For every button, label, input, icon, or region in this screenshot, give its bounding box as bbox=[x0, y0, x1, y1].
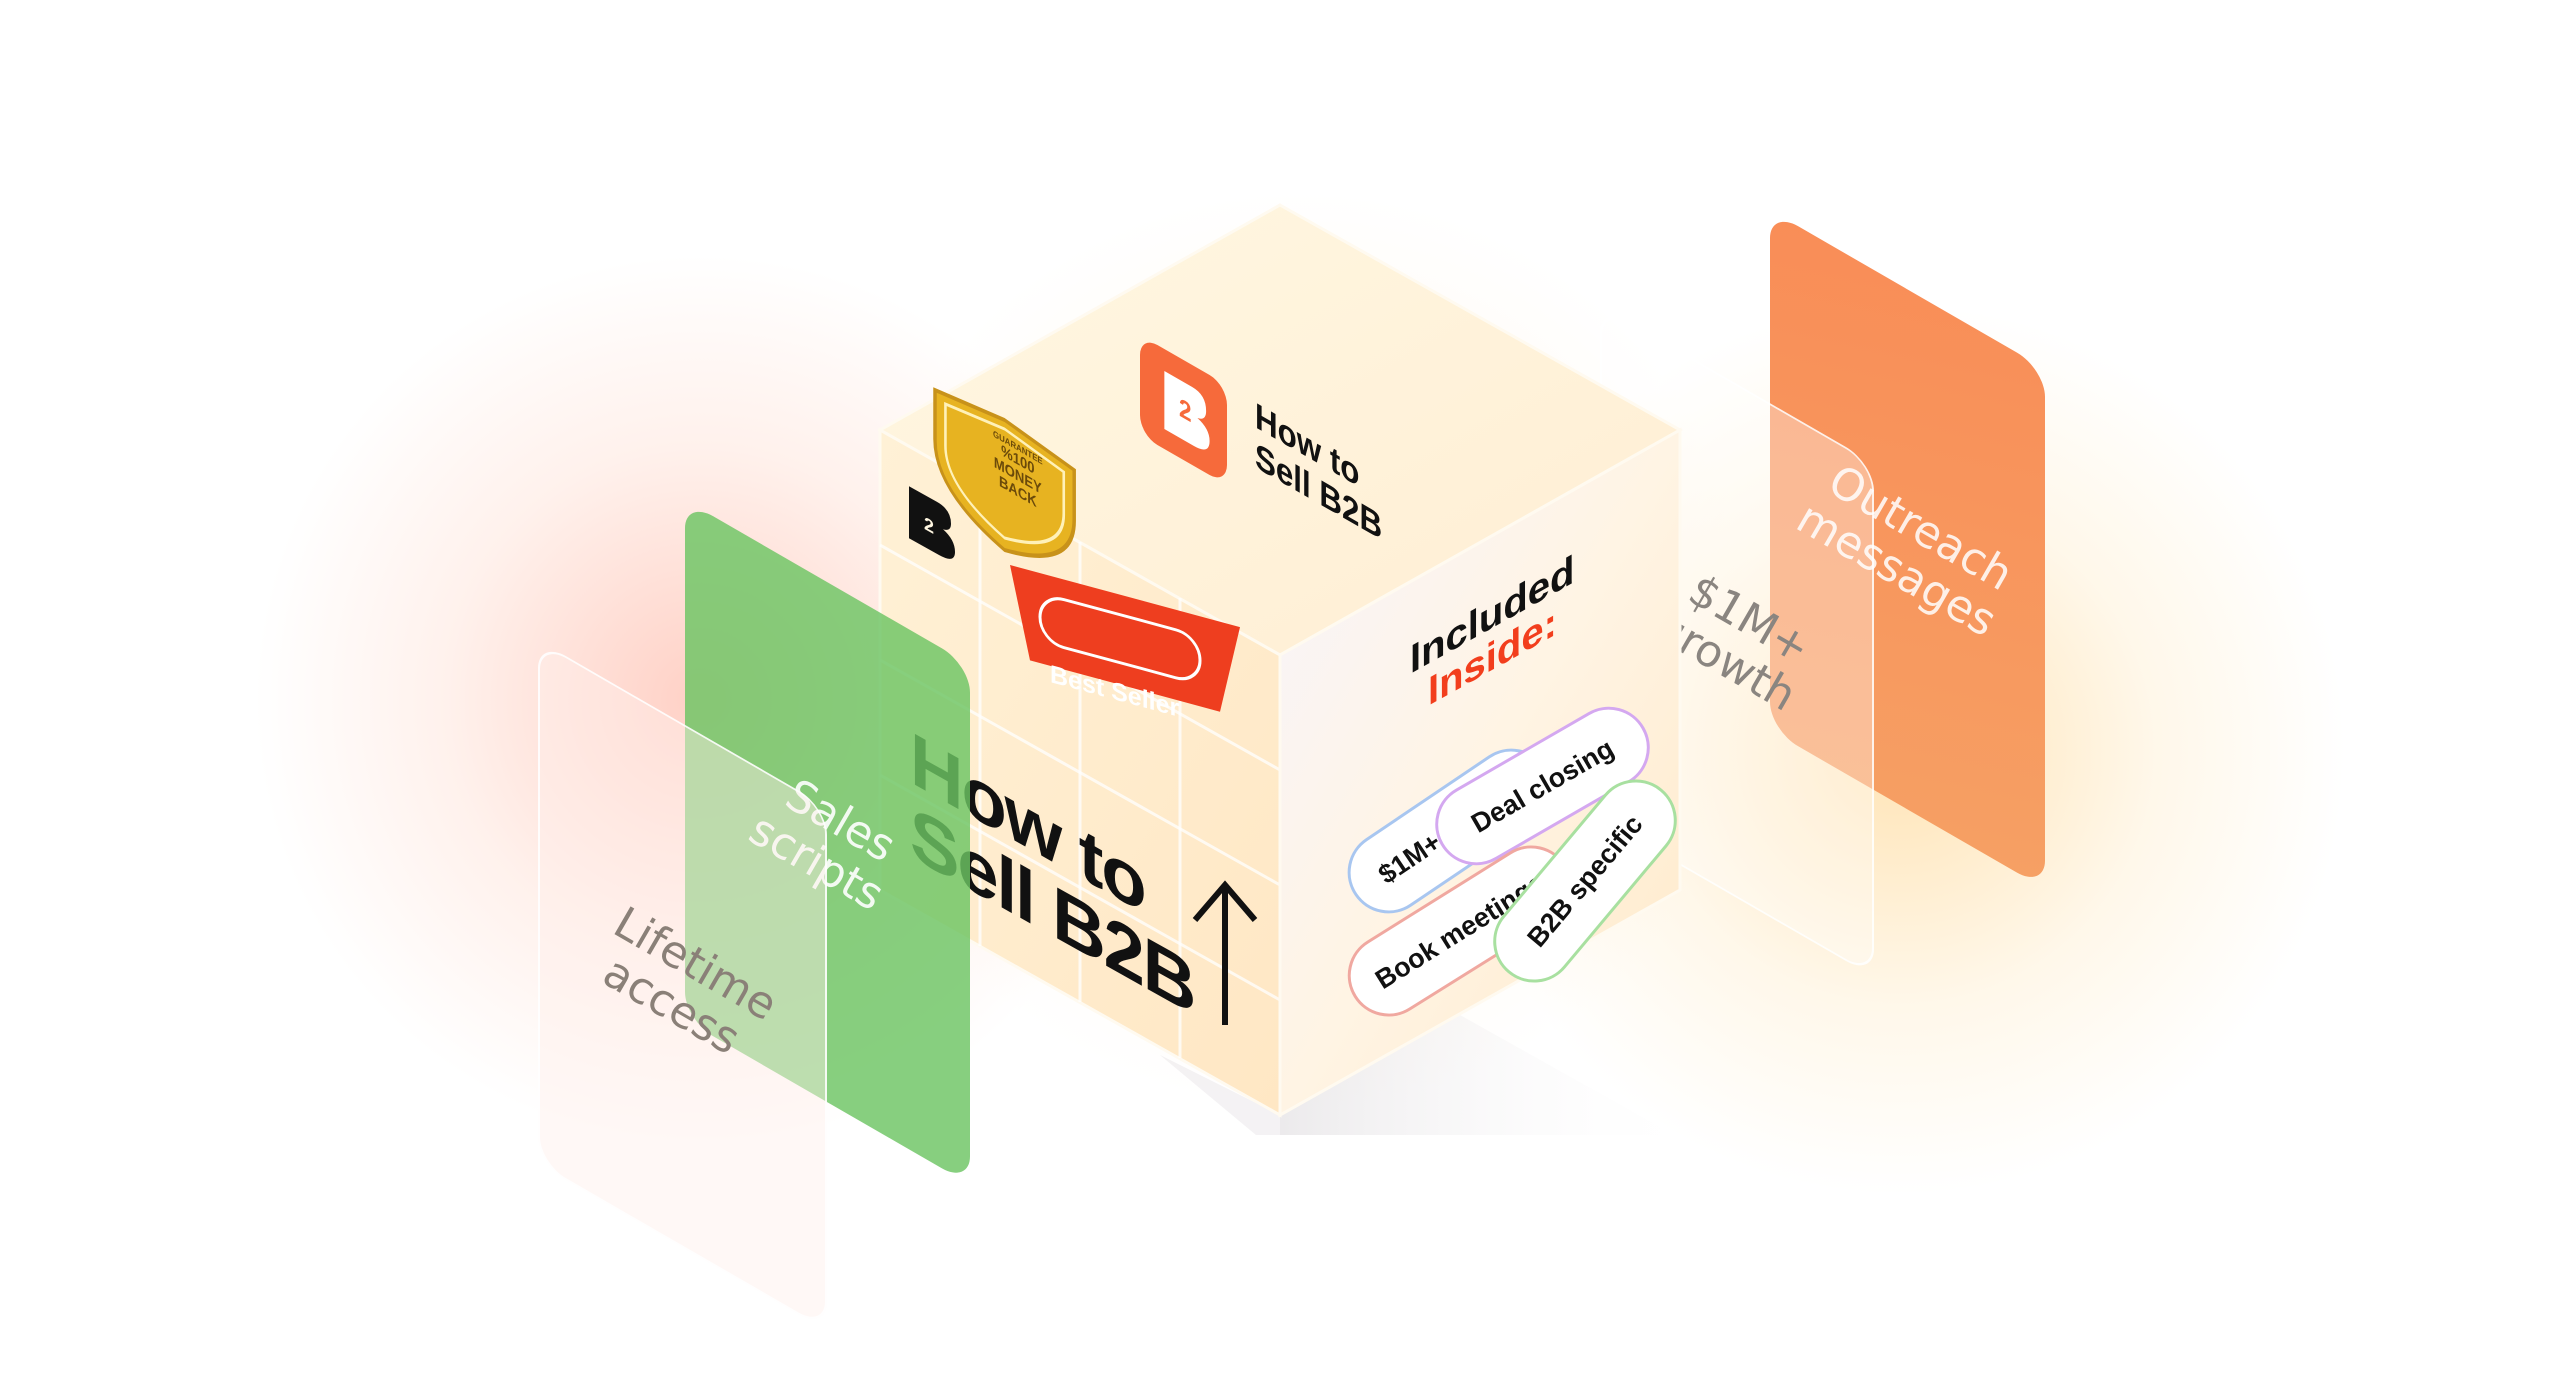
product-cube: 2 2 bbox=[876, 203, 1684, 1135]
best-seller-tag bbox=[1010, 565, 1240, 712]
svg-text:2: 2 bbox=[924, 513, 934, 539]
panel-lifetime-label: Lifetime access bbox=[593, 897, 786, 1065]
svg-text:2: 2 bbox=[1179, 391, 1192, 428]
arrow-up-icon bbox=[1192, 880, 1258, 1025]
b2b-logo-small-icon: 2 bbox=[909, 486, 955, 559]
b2b-logo-icon: 2 bbox=[1140, 342, 1228, 478]
money-back-badge-icon bbox=[933, 387, 1076, 558]
